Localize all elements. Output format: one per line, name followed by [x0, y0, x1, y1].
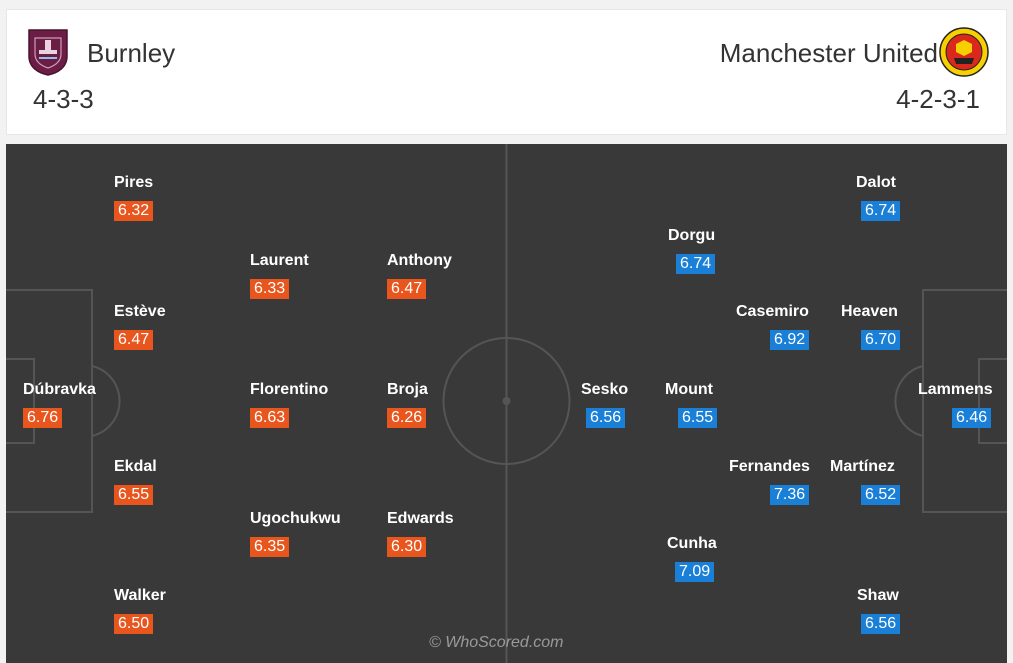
player-name: Heaven [841, 303, 898, 320]
player-name: Fernandes [729, 458, 810, 475]
player-name: Anthony [387, 252, 452, 269]
player-name: Dúbravka [23, 381, 96, 398]
player-name: Walker [114, 587, 166, 604]
player-name: Florentino [250, 381, 329, 398]
player-rating-badge: 7.09 [675, 562, 715, 582]
whoscored-watermark: © WhoScored.com [429, 634, 564, 651]
player-name: Edwards [387, 510, 454, 527]
manchester-united-crest-icon [939, 27, 989, 77]
player-name: Broja [387, 381, 428, 398]
away-formation: 4-2-3-1 [896, 84, 980, 114]
player-rating-badge: 6.52 [861, 485, 901, 505]
player-rating-badge: 6.47 [387, 279, 427, 299]
player-rating-badge: 6.74 [676, 254, 716, 274]
player-rating-badge: 6.55 [678, 408, 718, 428]
player-rating-badge: 6.56 [586, 408, 626, 428]
away-team-name: Manchester United [719, 38, 938, 68]
player-name: Shaw [857, 587, 899, 604]
home-formation: 4-3-3 [33, 84, 94, 114]
player-name: Mount [665, 381, 713, 398]
player-rating-badge: 6.26 [387, 408, 427, 428]
player-rating-badge: 6.32 [114, 201, 154, 221]
player-rating-badge: 6.30 [387, 537, 427, 557]
player-rating-badge: 6.56 [861, 614, 901, 634]
player-rating-badge: 6.47 [114, 330, 154, 350]
player-rating-badge: 6.76 [23, 408, 63, 428]
player-rating-badge: 7.36 [770, 485, 810, 505]
pitch-markings [6, 144, 1007, 663]
player-name: Pires [114, 174, 154, 191]
player-name: Dorgu [668, 227, 716, 244]
player-name: Casemiro [736, 303, 809, 320]
player-rating-badge: 6.74 [861, 201, 901, 221]
player-rating-badge: 6.35 [250, 537, 290, 557]
player-name: Dalot [856, 174, 896, 191]
player-rating-badge: 6.33 [250, 279, 290, 299]
player-rating-badge: 6.70 [861, 330, 901, 350]
player-rating-badge: 6.46 [952, 408, 992, 428]
player-name: Sesko [581, 381, 629, 398]
player-rating-badge: 6.55 [114, 485, 154, 505]
player-name: Laurent [250, 252, 309, 269]
player-name: Lammens [918, 381, 993, 398]
player-rating-badge: 6.63 [250, 408, 290, 428]
player-name: Ugochukwu [250, 510, 341, 527]
burnley-crest-icon [28, 29, 68, 76]
player-name: Cunha [667, 535, 717, 552]
player-name: Estève [114, 303, 166, 320]
home-team-name: Burnley [87, 38, 176, 68]
player-name: Martínez [830, 458, 895, 475]
match-header: Burnley 4-3-3 Manchester United 4-2-3-1 [6, 9, 1007, 135]
player-rating-badge: 6.50 [114, 614, 154, 634]
player-name: Ekdal [114, 458, 157, 475]
player-rating-badge: 6.92 [770, 330, 810, 350]
